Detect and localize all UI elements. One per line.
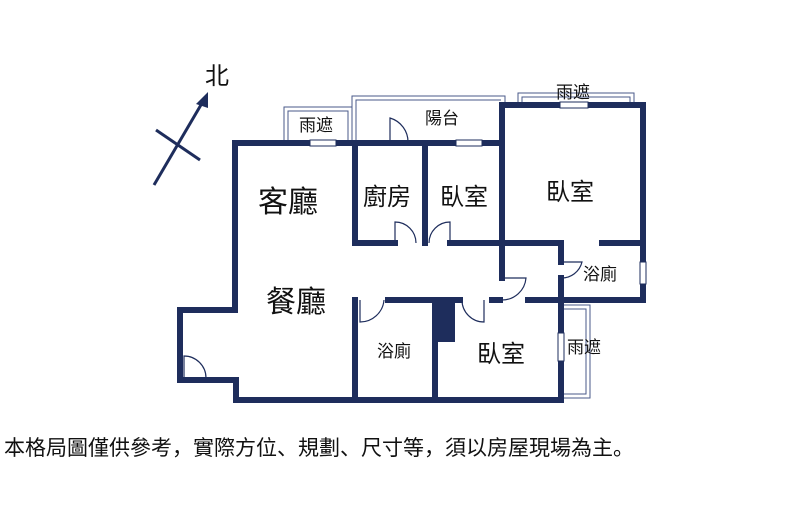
living-room-label: 客廳 xyxy=(258,185,318,220)
awning-right-side-label: 雨遮 xyxy=(567,338,601,358)
balcony-label: 陽台 xyxy=(425,109,459,129)
awning-right-side xyxy=(561,304,591,399)
bedroom-master-label: 臥室 xyxy=(546,178,594,206)
bath-lower-label: 浴廁 xyxy=(377,341,411,362)
bedroom-small-label: 臥室 xyxy=(440,183,488,211)
compass-label: 北 xyxy=(205,62,229,90)
floor-plan: 北 雨遮 陽台 雨遮 雨遮 客廳 餐廳 廚房 臥室 臥室 浴 xyxy=(152,62,647,403)
awning-right-top-label: 雨遮 xyxy=(556,83,590,103)
awning-left-label: 雨遮 xyxy=(299,116,333,136)
kitchen-label: 廚房 xyxy=(363,183,411,211)
dining-room-label: 餐廳 xyxy=(266,285,326,320)
door-swing xyxy=(389,117,409,144)
awning-right-top xyxy=(517,92,635,105)
balcony-outline xyxy=(351,95,506,143)
bedroom-lower-label: 臥室 xyxy=(477,340,525,368)
disclaimer-text: 本格局圖僅供參考，實際方位、規劃、尺寸等，須以房屋現場為主。 xyxy=(4,436,634,460)
window xyxy=(309,139,337,147)
bath-master-label: 浴廁 xyxy=(583,264,617,285)
north-arrow-icon: 北 xyxy=(152,62,229,186)
